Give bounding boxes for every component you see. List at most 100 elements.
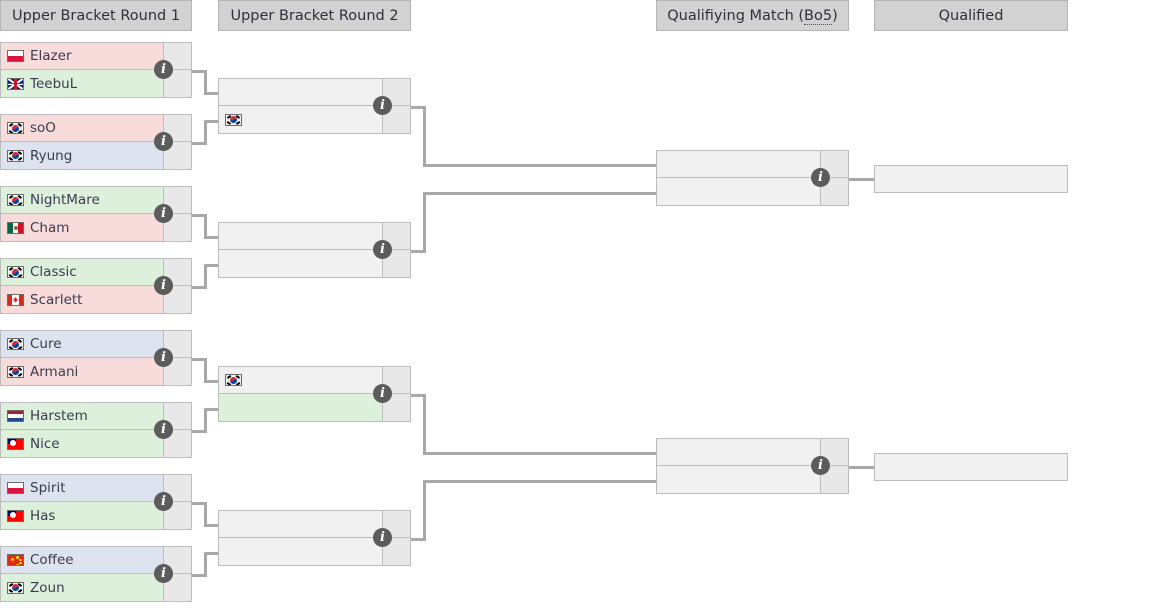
connector-line (423, 480, 656, 483)
match-info-icon[interactable]: i (154, 564, 173, 583)
match-ubr2-m3[interactable]: i (218, 366, 411, 422)
match-row[interactable] (874, 453, 1068, 481)
match-ubr2-m2[interactable]: i (218, 222, 411, 278)
mexico-flag (7, 221, 24, 234)
match-info-icon[interactable]: i (154, 132, 173, 151)
match-qd-m1[interactable] (874, 165, 1068, 193)
participant-name: Armani (30, 363, 79, 380)
connector-line (192, 286, 204, 289)
participant-cell[interactable] (219, 538, 382, 565)
participant-cell[interactable] (219, 511, 382, 537)
match-info-icon[interactable]: i (154, 204, 173, 223)
participant-cell[interactable]: Cure (1, 331, 163, 357)
round-header-ubr2[interactable]: Upper Bracket Round 2 (218, 0, 411, 31)
participant-cell[interactable]: Ryung (1, 142, 163, 169)
match-row[interactable]: Spirit (0, 474, 192, 502)
connector-line (204, 502, 207, 527)
match-row[interactable]: Harstem (0, 402, 192, 430)
match-row[interactable]: soO (0, 114, 192, 142)
participant-cell[interactable]: Spirit (1, 475, 163, 501)
match-info-icon[interactable]: i (154, 420, 173, 439)
match-info-icon[interactable]: i (154, 276, 173, 295)
participant-cell[interactable]: Classic (1, 259, 163, 285)
participant-cell[interactable]: Armani (1, 358, 163, 385)
match-row[interactable] (218, 106, 411, 134)
round-header-qualified[interactable]: Qualified (874, 0, 1068, 31)
south-korea-flag (7, 365, 24, 378)
round-header-ubr1[interactable]: Upper Bracket Round 1 (0, 0, 192, 31)
match-row[interactable] (656, 438, 849, 466)
participant-cell[interactable] (657, 439, 820, 465)
bo5-abbreviation[interactable]: Bo5 (804, 8, 833, 25)
canada-flag (7, 293, 24, 306)
connector-line (849, 466, 874, 469)
connector-line (204, 408, 207, 433)
participant-cell[interactable]: Zoun (1, 574, 163, 601)
participant-cell[interactable]: soO (1, 115, 163, 141)
participant-cell[interactable] (219, 394, 382, 421)
participant-cell[interactable]: Harstem (1, 403, 163, 429)
participant-cell[interactable] (657, 178, 820, 205)
match-qm-m2[interactable]: i (656, 438, 849, 494)
south-korea-flag (225, 113, 242, 126)
participant-cell[interactable] (219, 106, 382, 133)
match-ubr2-m1[interactable]: i (218, 78, 411, 134)
match-row[interactable]: Cure (0, 330, 192, 358)
participant-cell[interactable] (875, 454, 1067, 480)
match-info-icon[interactable]: i (373, 384, 392, 403)
match-qd-m2[interactable] (874, 453, 1068, 481)
participant-cell[interactable]: Cham (1, 214, 163, 241)
match-row[interactable] (874, 165, 1068, 193)
match-row[interactable] (218, 538, 411, 566)
participant-cell[interactable] (219, 223, 382, 249)
participant-cell[interactable] (219, 79, 382, 105)
match-info-icon[interactable]: i (373, 240, 392, 259)
participant-cell[interactable] (657, 151, 820, 177)
match-ubr2-m4[interactable]: i (218, 510, 411, 566)
connector-line (192, 142, 204, 145)
match-info-icon[interactable]: i (373, 528, 392, 547)
match-row[interactable]: Has (0, 502, 192, 530)
match-qm-m1[interactable]: i (656, 150, 849, 206)
participant-cell[interactable] (219, 367, 382, 393)
match-row[interactable]: Nice (0, 430, 192, 458)
match-row[interactable] (218, 394, 411, 422)
match-row[interactable] (218, 78, 411, 106)
participant-cell[interactable] (657, 466, 820, 493)
match-row[interactable] (218, 222, 411, 250)
match-info-icon[interactable]: i (811, 456, 830, 475)
connector-line (423, 480, 426, 541)
participant-cell[interactable] (219, 250, 382, 277)
match-row[interactable] (656, 466, 849, 494)
connector-line (204, 236, 218, 239)
participant-cell[interactable]: Nice (1, 430, 163, 457)
match-info-icon[interactable]: i (373, 96, 392, 115)
participant-cell[interactable]: Has (1, 502, 163, 529)
match-info-icon[interactable]: i (811, 168, 830, 187)
match-row[interactable] (656, 178, 849, 206)
participant-cell[interactable] (875, 166, 1067, 192)
participant-cell[interactable]: Elazer (1, 43, 163, 69)
match-info-icon[interactable]: i (154, 492, 173, 511)
match-row[interactable]: Scarlett (0, 286, 192, 314)
match-info-icon[interactable]: i (154, 348, 173, 367)
match-info-icon[interactable]: i (154, 60, 173, 79)
connector-line (204, 524, 218, 527)
netherlands-flag (7, 410, 24, 422)
match-row[interactable]: Elazer (0, 42, 192, 70)
participant-cell[interactable]: Coffee (1, 547, 163, 573)
match-row[interactable] (218, 366, 411, 394)
participant-cell[interactable]: Scarlett (1, 286, 163, 313)
round-header-qual_match[interactable]: Qualifiying Match (Bo5) (656, 0, 849, 31)
participant-name: Spirit (30, 480, 66, 496)
participant-cell[interactable]: NightMare (1, 187, 163, 213)
participant-cell[interactable]: TeebuL (1, 70, 163, 97)
